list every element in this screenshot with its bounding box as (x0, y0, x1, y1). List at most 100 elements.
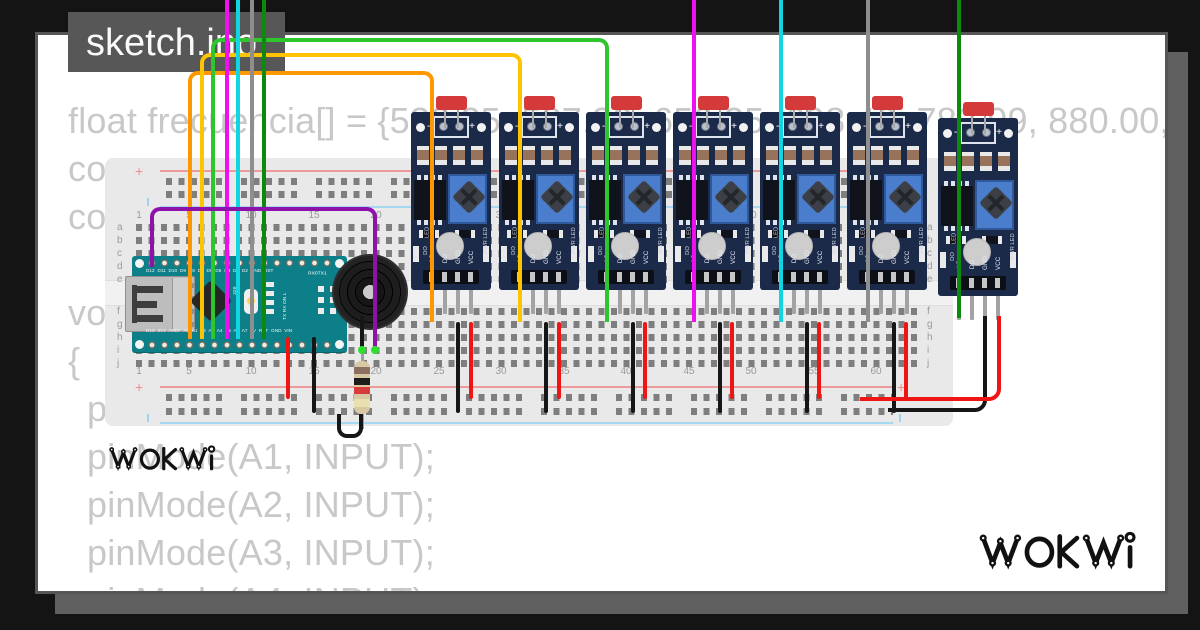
smd-resistor (592, 146, 604, 165)
photoresistor[interactable] (611, 96, 642, 110)
ldr-leg (971, 115, 973, 134)
ldr-sensor-module[interactable]: - + LED DO (938, 102, 1018, 320)
column-number: 25 (433, 366, 445, 377)
gnd-wire[interactable] (718, 322, 722, 413)
ldr-leg (793, 109, 795, 128)
photoresistor[interactable] (785, 96, 816, 110)
analog-wire[interactable] (208, 71, 434, 322)
module-pin-lead (544, 274, 548, 314)
vcc-wire[interactable] (904, 322, 908, 399)
gnd-wire[interactable] (544, 322, 548, 413)
trim-potentiometer[interactable] (623, 174, 662, 224)
component-circle (611, 232, 639, 260)
module-pin-lead (456, 274, 460, 314)
mount-hole (504, 123, 513, 132)
mount-hole (652, 123, 661, 132)
gnd-wire[interactable] (456, 322, 460, 413)
gnd-wire[interactable] (892, 322, 896, 413)
module-pcb[interactable]: - + LED DO (499, 112, 579, 290)
gnd-wire[interactable] (805, 322, 809, 413)
vcc-wire[interactable] (817, 322, 821, 399)
trim-potentiometer[interactable] (448, 174, 487, 224)
module-pcb[interactable]: - + LED DO (938, 118, 1018, 296)
mount-hole (943, 129, 952, 138)
nano-gnd-wire[interactable] (312, 337, 316, 413)
column-number: 55 (808, 366, 820, 377)
pin-header (423, 270, 479, 284)
code-line: pinMode(A3, INPUT); (87, 532, 435, 573)
column-number: 60 (870, 366, 882, 377)
vcc-pin-label: VCC (994, 256, 1002, 270)
module-pin-lead (818, 274, 822, 314)
ldr-sensor-module[interactable]: - + LED DO (760, 96, 840, 314)
top-pin-row[interactable] (146, 258, 336, 268)
minus-sign: - (863, 121, 867, 132)
plus-sign: + (135, 379, 144, 395)
resistor-gnd-wire[interactable] (337, 414, 363, 438)
nano-5v-wire[interactable] (286, 337, 290, 399)
module-pcb[interactable]: - + LED DO (411, 112, 491, 290)
module7-gnd-wire[interactable] (888, 316, 987, 412)
ldr-sensor-module[interactable]: - + LED DO (586, 96, 666, 314)
vcc-wire[interactable] (730, 322, 734, 399)
trim-potentiometer[interactable] (975, 180, 1014, 230)
module7-vcc-wire[interactable] (860, 316, 1001, 401)
ldr-socket (695, 116, 731, 138)
photoresistor[interactable] (698, 96, 729, 110)
resistor[interactable] (354, 361, 370, 414)
vcc-wire[interactable] (643, 322, 647, 399)
row-letter: a (117, 222, 123, 233)
photoresistor[interactable] (872, 96, 903, 110)
ldr-sensor-module[interactable]: - + LED DO (411, 96, 491, 314)
vcc-wire[interactable] (557, 322, 561, 399)
smd-resistor (853, 146, 865, 165)
module-pcb[interactable]: - + LED DO (760, 112, 840, 290)
trim-potentiometer[interactable] (797, 174, 836, 224)
vcc-wire[interactable] (469, 322, 473, 399)
ldr-sensor-module[interactable]: - + LED DO (499, 96, 579, 314)
row-letter: e (117, 274, 123, 285)
analog-wire[interactable] (282, 0, 961, 318)
bottom-pin-row[interactable] (146, 340, 336, 350)
mount-hole (826, 123, 835, 132)
analog-wire[interactable] (220, 53, 522, 322)
gnd-wire[interactable] (631, 322, 635, 413)
trim-potentiometer[interactable] (884, 174, 923, 224)
row-letter: a (927, 222, 933, 233)
smd-resistor (610, 146, 622, 165)
row-i (136, 347, 917, 354)
photoresistor[interactable] (436, 96, 467, 110)
analog-wire[interactable] (270, 0, 870, 322)
analog-wire[interactable] (245, 0, 696, 322)
buzzer-signal-wire[interactable] (170, 207, 377, 350)
module-pcb[interactable]: - + LED DO (586, 112, 666, 290)
photoresistor[interactable] (524, 96, 555, 110)
analog-wire[interactable] (200, 53, 230, 339)
mount-hole (591, 123, 600, 132)
mount-hole (477, 123, 486, 132)
pot-knob[interactable] (979, 186, 1013, 220)
module-pin-lead (970, 280, 974, 320)
usb-connector (125, 276, 195, 332)
smd-resistor (559, 146, 571, 165)
trim-potentiometer[interactable] (536, 174, 575, 224)
analog-wire[interactable] (225, 0, 255, 339)
trim-potentiometer[interactable] (710, 174, 749, 224)
analog-wire[interactable] (231, 38, 609, 322)
buzzer[interactable] (332, 254, 408, 330)
row-letter: c (927, 248, 932, 259)
ldr-leg (532, 109, 534, 128)
analog-wire[interactable] (262, 0, 292, 339)
code-line: vo (68, 292, 107, 333)
analog-wire[interactable] (236, 0, 266, 339)
module-pin-lead (905, 274, 909, 314)
pwr-led-label: PWR LED (1008, 233, 1016, 260)
buzzer-signal-wire[interactable] (150, 207, 180, 267)
analog-wire[interactable] (256, 0, 783, 322)
plus-sign: + (469, 121, 475, 132)
mount-hole (739, 123, 748, 132)
top-pin-labels: D12 D11 D10 D9 D8 D7 D6 D5 D4 D3 D2 GND … (146, 268, 274, 274)
smd-resistor (733, 146, 745, 165)
photoresistor[interactable] (963, 102, 994, 116)
analog-wire[interactable] (250, 0, 280, 339)
